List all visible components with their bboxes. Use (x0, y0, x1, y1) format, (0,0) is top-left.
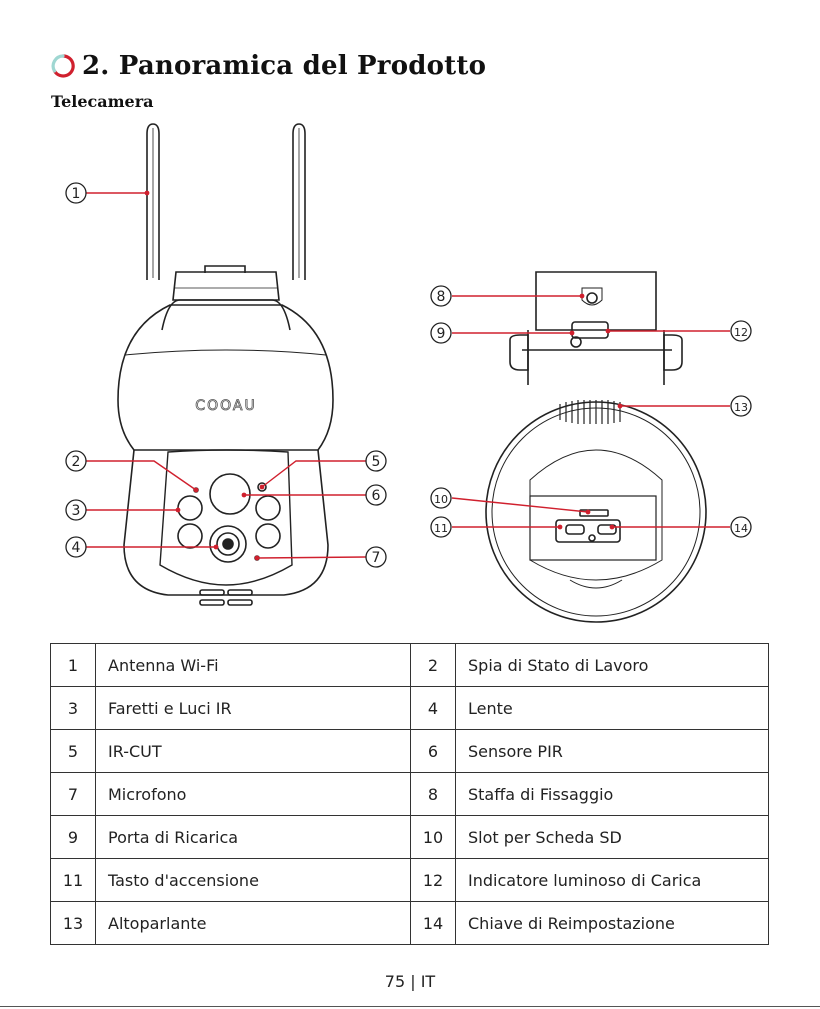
svg-text:10: 10 (434, 493, 448, 506)
svg-text:8: 8 (437, 289, 446, 305)
part-number: 7 (50, 772, 96, 816)
page-footer: 75 | IT (384, 972, 436, 991)
brand-logo: COOAU (195, 398, 256, 414)
camera-back (485, 271, 707, 623)
part-label: Sensore PIR (455, 729, 769, 773)
part-number: 1 (50, 643, 96, 687)
callout-12: 12 (730, 320, 752, 342)
part-label: Tasto d'accensione (95, 858, 411, 902)
callout-2: 2 (65, 450, 87, 472)
svg-text:1: 1 (72, 186, 81, 202)
svg-text:9: 9 (437, 326, 446, 342)
svg-text:5: 5 (372, 454, 381, 470)
svg-text:6: 6 (372, 488, 381, 504)
camera-dome: COOAU (117, 304, 334, 606)
callout-lines (86, 192, 730, 559)
callout-10: 10 (430, 487, 452, 509)
svg-text:11: 11 (434, 522, 448, 535)
svg-text:2: 2 (72, 454, 81, 470)
part-number: 13 (50, 901, 96, 945)
part-number: 2 (410, 643, 456, 687)
callout-11: 11 (430, 516, 452, 538)
callout-13: 13 (730, 395, 752, 417)
part-label: Altoparlante (95, 901, 411, 945)
camera-diagram: COOAU (65, 123, 752, 623)
part-label: Slot per Scheda SD (455, 815, 769, 859)
part-number: 8 (410, 772, 456, 816)
part-number: 11 (50, 858, 96, 902)
part-number: 5 (50, 729, 96, 773)
callout-7: 7 (365, 546, 387, 568)
part-number: 4 (410, 686, 456, 730)
part-label: Microfono (95, 772, 411, 816)
svg-text:4: 4 (72, 540, 81, 556)
part-label: Faretti e Luci IR (95, 686, 411, 730)
part-label: Lente (455, 686, 769, 730)
callout-9: 9 (430, 322, 452, 344)
part-label: Porta di Ricarica (95, 815, 411, 859)
part-number: 14 (410, 901, 456, 945)
callout-dots (144, 190, 623, 561)
part-label: Chiave di Reimpostazione (455, 901, 769, 945)
antenna-left (146, 123, 160, 280)
svg-text:3: 3 (72, 503, 81, 519)
footer-divider (0, 1006, 820, 1007)
svg-text:12: 12 (734, 326, 748, 339)
callout-14: 14 (730, 516, 752, 538)
callout-3: 3 (65, 499, 87, 521)
callout-6: 6 (365, 484, 387, 506)
antenna-right (292, 123, 306, 280)
svg-text:14: 14 (734, 522, 748, 535)
subtitle: Telecamera (51, 92, 154, 111)
part-label: Staffa di Fissaggio (455, 772, 769, 816)
callout-1: 1 (65, 182, 87, 204)
part-number: 3 (50, 686, 96, 730)
svg-text:7: 7 (372, 550, 381, 566)
part-label: Spia di Stato di Lavoro (455, 643, 769, 687)
part-label: Indicatore luminoso di Carica (455, 858, 769, 902)
part-number: 9 (50, 815, 96, 859)
page-title: 2. Panoramica del Prodotto (82, 51, 487, 81)
callout-8: 8 (430, 285, 452, 307)
svg-text:13: 13 (734, 401, 748, 414)
callout-4: 4 (65, 536, 87, 558)
section-title: 2. Panoramica del Prodotto (50, 46, 486, 86)
part-number: 6 (410, 729, 456, 773)
ring-logo-icon (51, 54, 75, 78)
part-label: Antenna Wi-Fi (95, 643, 411, 687)
part-number: 12 (410, 858, 456, 902)
part-label: IR-CUT (95, 729, 411, 773)
part-number: 10 (410, 815, 456, 859)
callout-5: 5 (365, 450, 387, 472)
camera-base (161, 265, 291, 331)
